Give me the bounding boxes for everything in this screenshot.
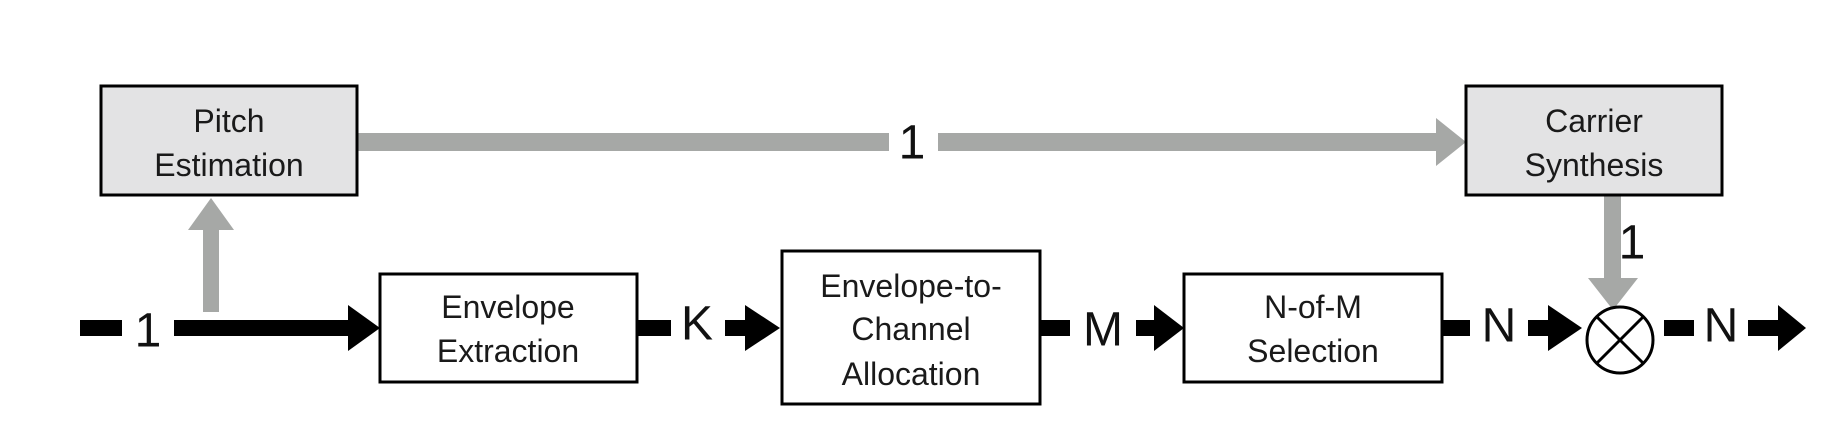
output-dash	[1664, 320, 1694, 336]
extraction-out-dash	[637, 320, 671, 336]
envelope-to-channel-label-line2: Channel	[851, 311, 970, 347]
input-shaft	[174, 320, 350, 336]
n-of-m-selection-label-line2: Selection	[1247, 333, 1379, 369]
envelope-extraction-label-line1: Envelope	[441, 289, 574, 325]
allocation-out-shaft	[1136, 320, 1156, 336]
n-of-m-selection-label-line1: N-of-M	[1264, 289, 1362, 325]
envelope-to-channel-label-line1: Envelope-to-	[820, 268, 1001, 304]
multiply-circle-icon	[1585, 305, 1655, 375]
pitch-estimation-label-line2: Estimation	[154, 147, 303, 183]
carrier-to-mixer-shaft	[1604, 196, 1621, 280]
pitch-estimation-label-line1: Pitch	[193, 103, 264, 139]
pitch-to-carrier-arrow-head	[1436, 118, 1466, 166]
block-envelope-to-channel-allocation: Envelope-to- Channel Allocation	[780, 249, 1042, 406]
block-pitch-estimation: Pitch Estimation	[99, 84, 359, 197]
selection-out-dash	[1442, 320, 1470, 336]
input-dash	[80, 320, 122, 336]
signal-label-m: M	[1083, 304, 1123, 357]
envelope-to-channel-label-line3: Allocation	[842, 356, 981, 392]
signal-label-pitch-to-carrier: 1	[899, 117, 926, 170]
extraction-out-arrow-head	[745, 305, 780, 351]
signal-label-carrier-to-mixer: 1	[1619, 217, 1646, 270]
envelope-extraction-label-line2: Extraction	[437, 333, 579, 369]
output-shaft	[1748, 320, 1780, 336]
input-arrow-head	[348, 305, 380, 351]
signal-label-n-selection: N	[1482, 300, 1517, 353]
selection-out-arrow-head	[1548, 305, 1582, 351]
carrier-synthesis-label-line2: Synthesis	[1525, 147, 1664, 183]
signal-label-input: 1	[135, 305, 162, 358]
selection-out-shaft	[1528, 320, 1550, 336]
output-arrow-head	[1778, 305, 1806, 351]
allocation-out-arrow-head	[1154, 305, 1184, 351]
extraction-out-shaft	[725, 320, 747, 336]
block-carrier-synthesis: Carrier Synthesis	[1464, 84, 1724, 197]
pitch-input-arrow-head	[188, 198, 234, 230]
pitch-to-carrier-shaft-left	[357, 133, 889, 151]
pitch-path	[188, 118, 1638, 312]
signal-label-k: K	[681, 298, 713, 351]
allocation-out-dash	[1040, 320, 1070, 336]
main-path	[80, 305, 1806, 351]
block-n-of-m-selection: N-of-M Selection	[1182, 272, 1444, 384]
block-envelope-extraction: Envelope Extraction	[378, 272, 639, 384]
pitch-input-arrow-shaft	[203, 228, 219, 312]
carrier-synthesis-label-line1: Carrier	[1545, 103, 1643, 139]
carrier-to-mixer-arrow-head	[1588, 278, 1638, 310]
pitch-to-carrier-shaft-right	[938, 133, 1438, 151]
signal-label-n-output: N	[1704, 300, 1739, 353]
